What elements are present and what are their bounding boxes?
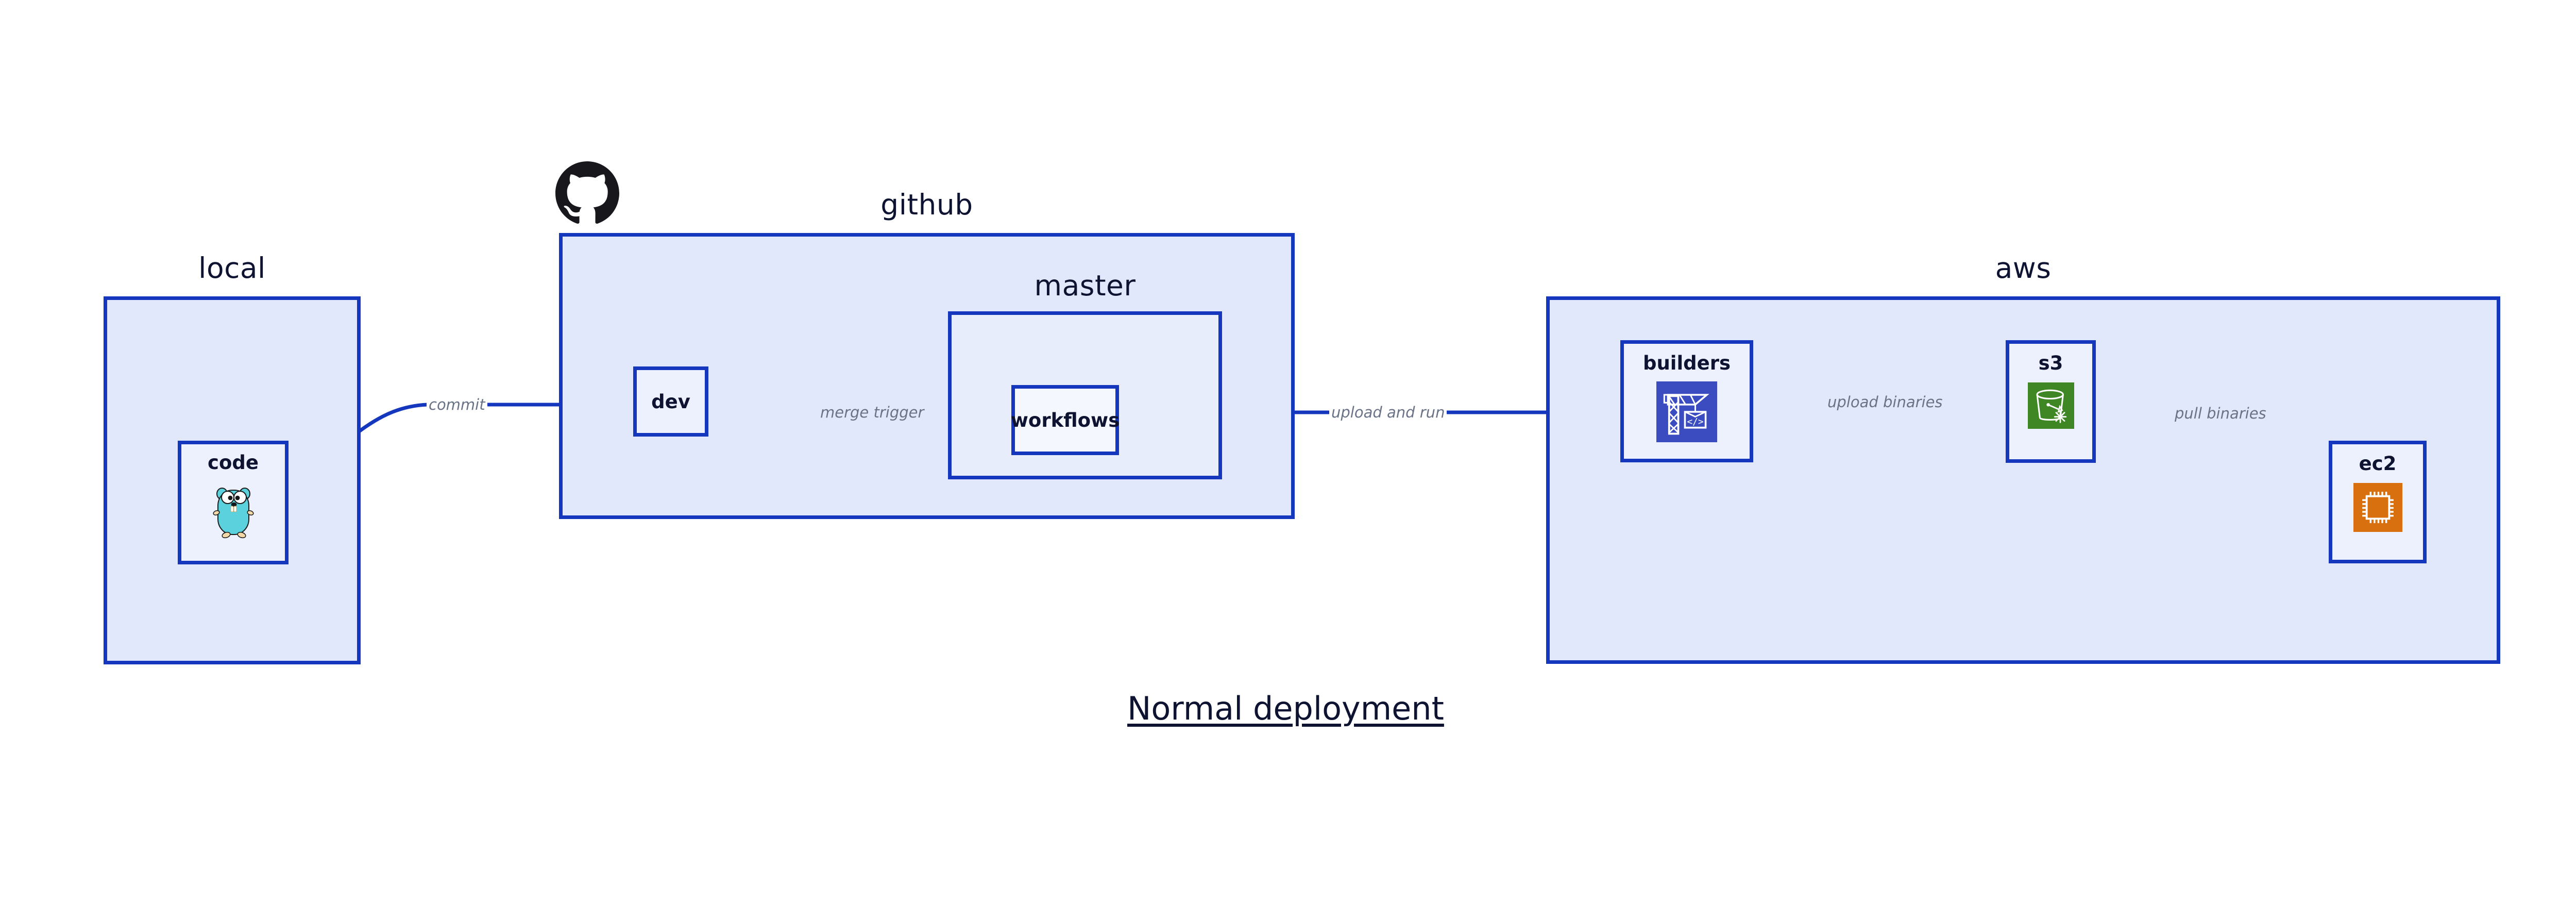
group-label-master: master bbox=[1034, 269, 1136, 302]
cpu-chip-icon bbox=[2353, 483, 2402, 532]
node-builders-label: builders bbox=[1642, 352, 1731, 374]
node-code[interactable]: code bbox=[178, 441, 289, 564]
node-s3-label: s3 bbox=[2038, 352, 2063, 374]
node-code-label: code bbox=[208, 452, 259, 474]
node-workflows[interactable]: workflows bbox=[1010, 385, 1120, 455]
edge-label-commit: commit bbox=[427, 396, 487, 413]
node-ec2-label: ec2 bbox=[2359, 453, 2397, 475]
go-gopher-icon bbox=[208, 481, 259, 542]
crane-code-icon: </> bbox=[1656, 381, 1717, 442]
node-workflows-label: workflows bbox=[1010, 409, 1120, 431]
page-title: Normal deployment bbox=[1127, 690, 1444, 727]
group-label-github: github bbox=[880, 188, 973, 221]
node-dev[interactable]: dev bbox=[633, 366, 708, 437]
node-s3[interactable]: s3 bbox=[2006, 340, 2096, 463]
group-label-local: local bbox=[198, 252, 266, 285]
node-ec2[interactable]: ec2 bbox=[2329, 441, 2427, 563]
edge-label-upload-binaries: upload binaries bbox=[1825, 393, 1945, 411]
svg-text:</>: </> bbox=[1687, 417, 1704, 427]
group-label-aws: aws bbox=[1995, 252, 2052, 285]
edge-label-merge-trigger: merge trigger bbox=[818, 404, 926, 421]
node-dev-label: dev bbox=[651, 390, 690, 413]
s3-bucket-icon bbox=[2027, 382, 2074, 429]
edge-label-upload-and-run: upload and run bbox=[1329, 404, 1447, 421]
edge-label-pull-binaries: pull binaries bbox=[2173, 405, 2268, 422]
node-builders[interactable]: builders </> bbox=[1620, 340, 1753, 462]
github-octocat-icon bbox=[555, 161, 619, 227]
